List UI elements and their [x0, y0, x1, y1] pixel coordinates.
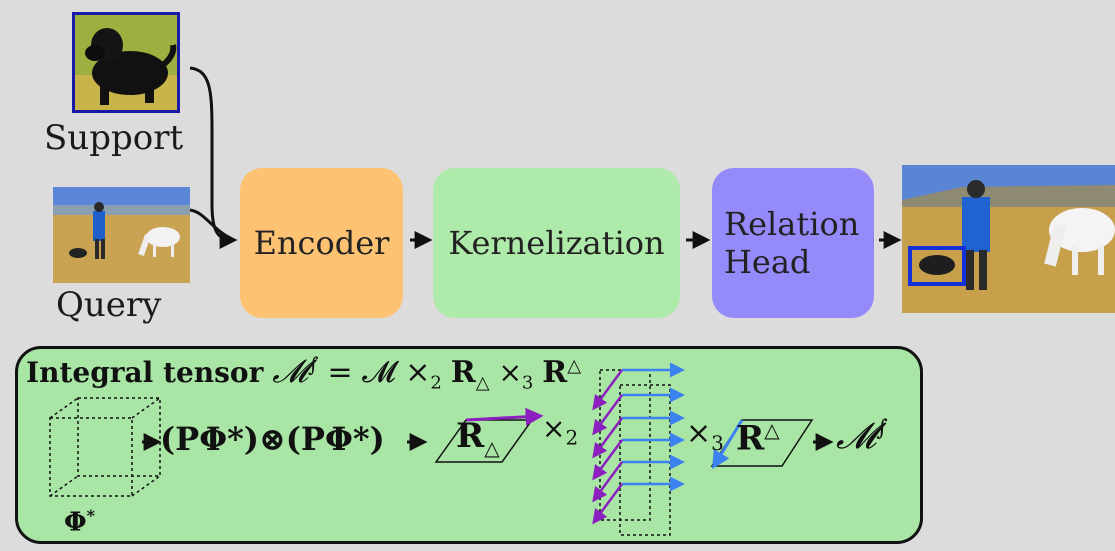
- query-image: [53, 187, 190, 283]
- support-image: [72, 12, 180, 113]
- relation-head-block: Relation Head: [712, 168, 874, 318]
- query-label: Query: [56, 285, 162, 325]
- kernelization-block: Kernelization: [433, 168, 680, 318]
- times-3-label: ×3: [686, 416, 724, 455]
- relation-head-label-line1: Relation: [724, 205, 860, 243]
- kernelization-label: Kernelization: [448, 224, 665, 262]
- formula-sub2: 2: [430, 372, 442, 394]
- support-dog-drawing: [75, 15, 177, 110]
- integral-title-row: Integral tensor 𝓜∫ = 𝓜 ×2 R△ ×3 R△: [26, 352, 581, 394]
- encoder-label: Encoder: [253, 224, 390, 262]
- output-integral-tensor: 𝓜∫: [836, 416, 888, 457]
- query-scene-drawing: [53, 187, 190, 283]
- encoder-block: Encoder: [240, 168, 403, 318]
- support-label: Support: [44, 118, 184, 158]
- formula-lhs-sup: ∫: [308, 352, 319, 377]
- formula-triangle-sup: △: [567, 355, 582, 377]
- times-2-label: ×2: [542, 412, 579, 450]
- relation-head-label-line2: Head: [724, 243, 811, 281]
- formula-sub3: 3: [521, 372, 534, 394]
- formula-times3: ×: [498, 356, 522, 389]
- output-image: [902, 165, 1115, 313]
- formula-lhs: 𝓜: [272, 352, 309, 390]
- formula-R-upper: R: [542, 355, 568, 390]
- outer-product-expression: (PΦ*)⊗(PΦ*): [160, 420, 385, 458]
- formula-rhs-a: = 𝓜 ×: [327, 355, 431, 390]
- r-delta-upper-label: R△: [736, 418, 780, 459]
- phi-star-label: Φ*: [64, 506, 96, 538]
- integral-title: Integral tensor: [26, 356, 264, 389]
- output-scene-drawing: [902, 165, 1115, 313]
- detection-bounding-box: [908, 246, 966, 286]
- formula-R-lower: R: [450, 355, 476, 390]
- r-delta-lower-label: R△: [456, 416, 500, 460]
- formula-triangle-sub: △: [475, 372, 490, 394]
